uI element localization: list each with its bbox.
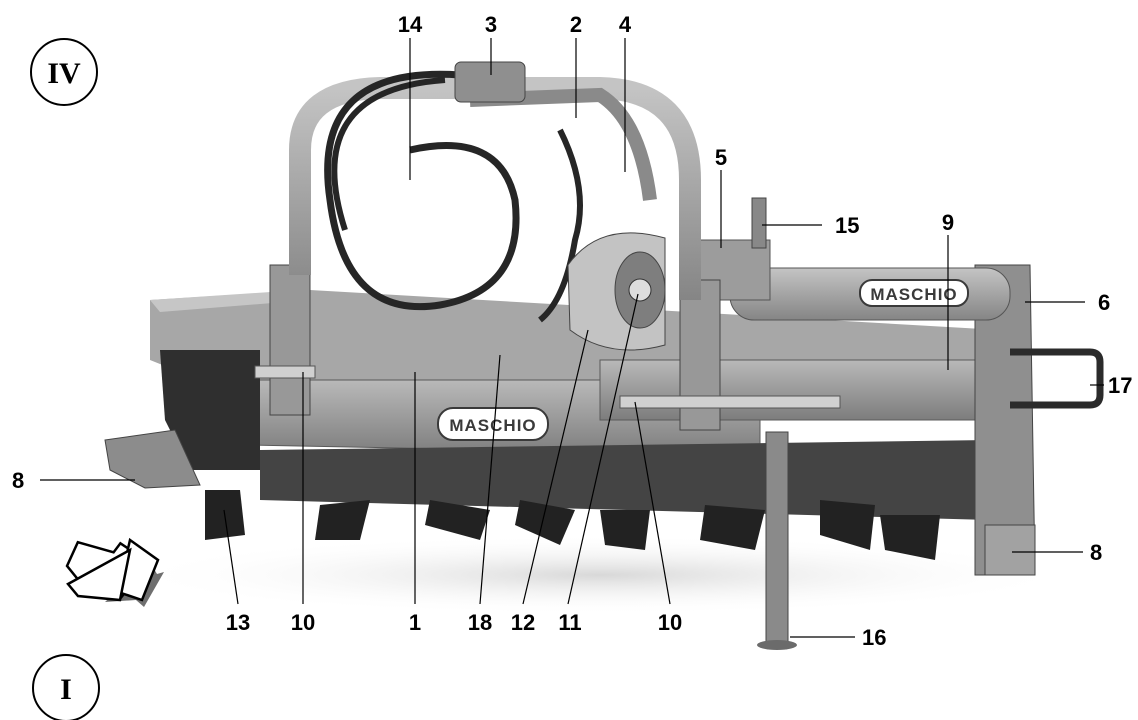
callout-18: 18 — [468, 610, 492, 635]
callout-3: 3 — [485, 12, 497, 37]
callout-4: 4 — [619, 12, 632, 37]
section-marker-i: I — [32, 654, 100, 720]
callout-12: 12 — [511, 610, 535, 635]
callout-16: 16 — [862, 625, 886, 650]
callout-14: 14 — [398, 12, 423, 37]
callout-8-right: 8 — [1090, 540, 1102, 565]
callout-5: 5 — [715, 145, 727, 170]
callout-2: 2 — [570, 12, 582, 37]
section-marker-iv-label: IV — [47, 57, 81, 90]
callout-6: 6 — [1098, 290, 1110, 315]
section-marker-i-label: I — [60, 673, 72, 706]
callout-13: 13 — [226, 610, 250, 635]
callout-10-right: 10 — [658, 610, 682, 635]
callout-labels: 14 3 2 4 5 15 9 6 17 8 8 13 10 1 18 12 1… — [12, 12, 1132, 650]
section-marker-iv: IV — [30, 38, 98, 106]
direction-arrow — [65, 537, 164, 607]
brand-logo-front: MASCHIO — [449, 416, 536, 435]
callout-15: 15 — [835, 213, 859, 238]
leader-lines — [40, 38, 1104, 638]
brand-logo-side: MASCHIO — [870, 285, 957, 304]
callout-10-left: 10 — [291, 610, 315, 635]
callout-17: 17 — [1108, 373, 1132, 398]
callout-9: 9 — [942, 210, 954, 235]
callout-1: 1 — [409, 610, 421, 635]
callout-11: 11 — [558, 610, 581, 635]
callout-8-left: 8 — [12, 468, 24, 493]
machine-illustration: MASCHIO MASCHIO — [104, 61, 1104, 650]
